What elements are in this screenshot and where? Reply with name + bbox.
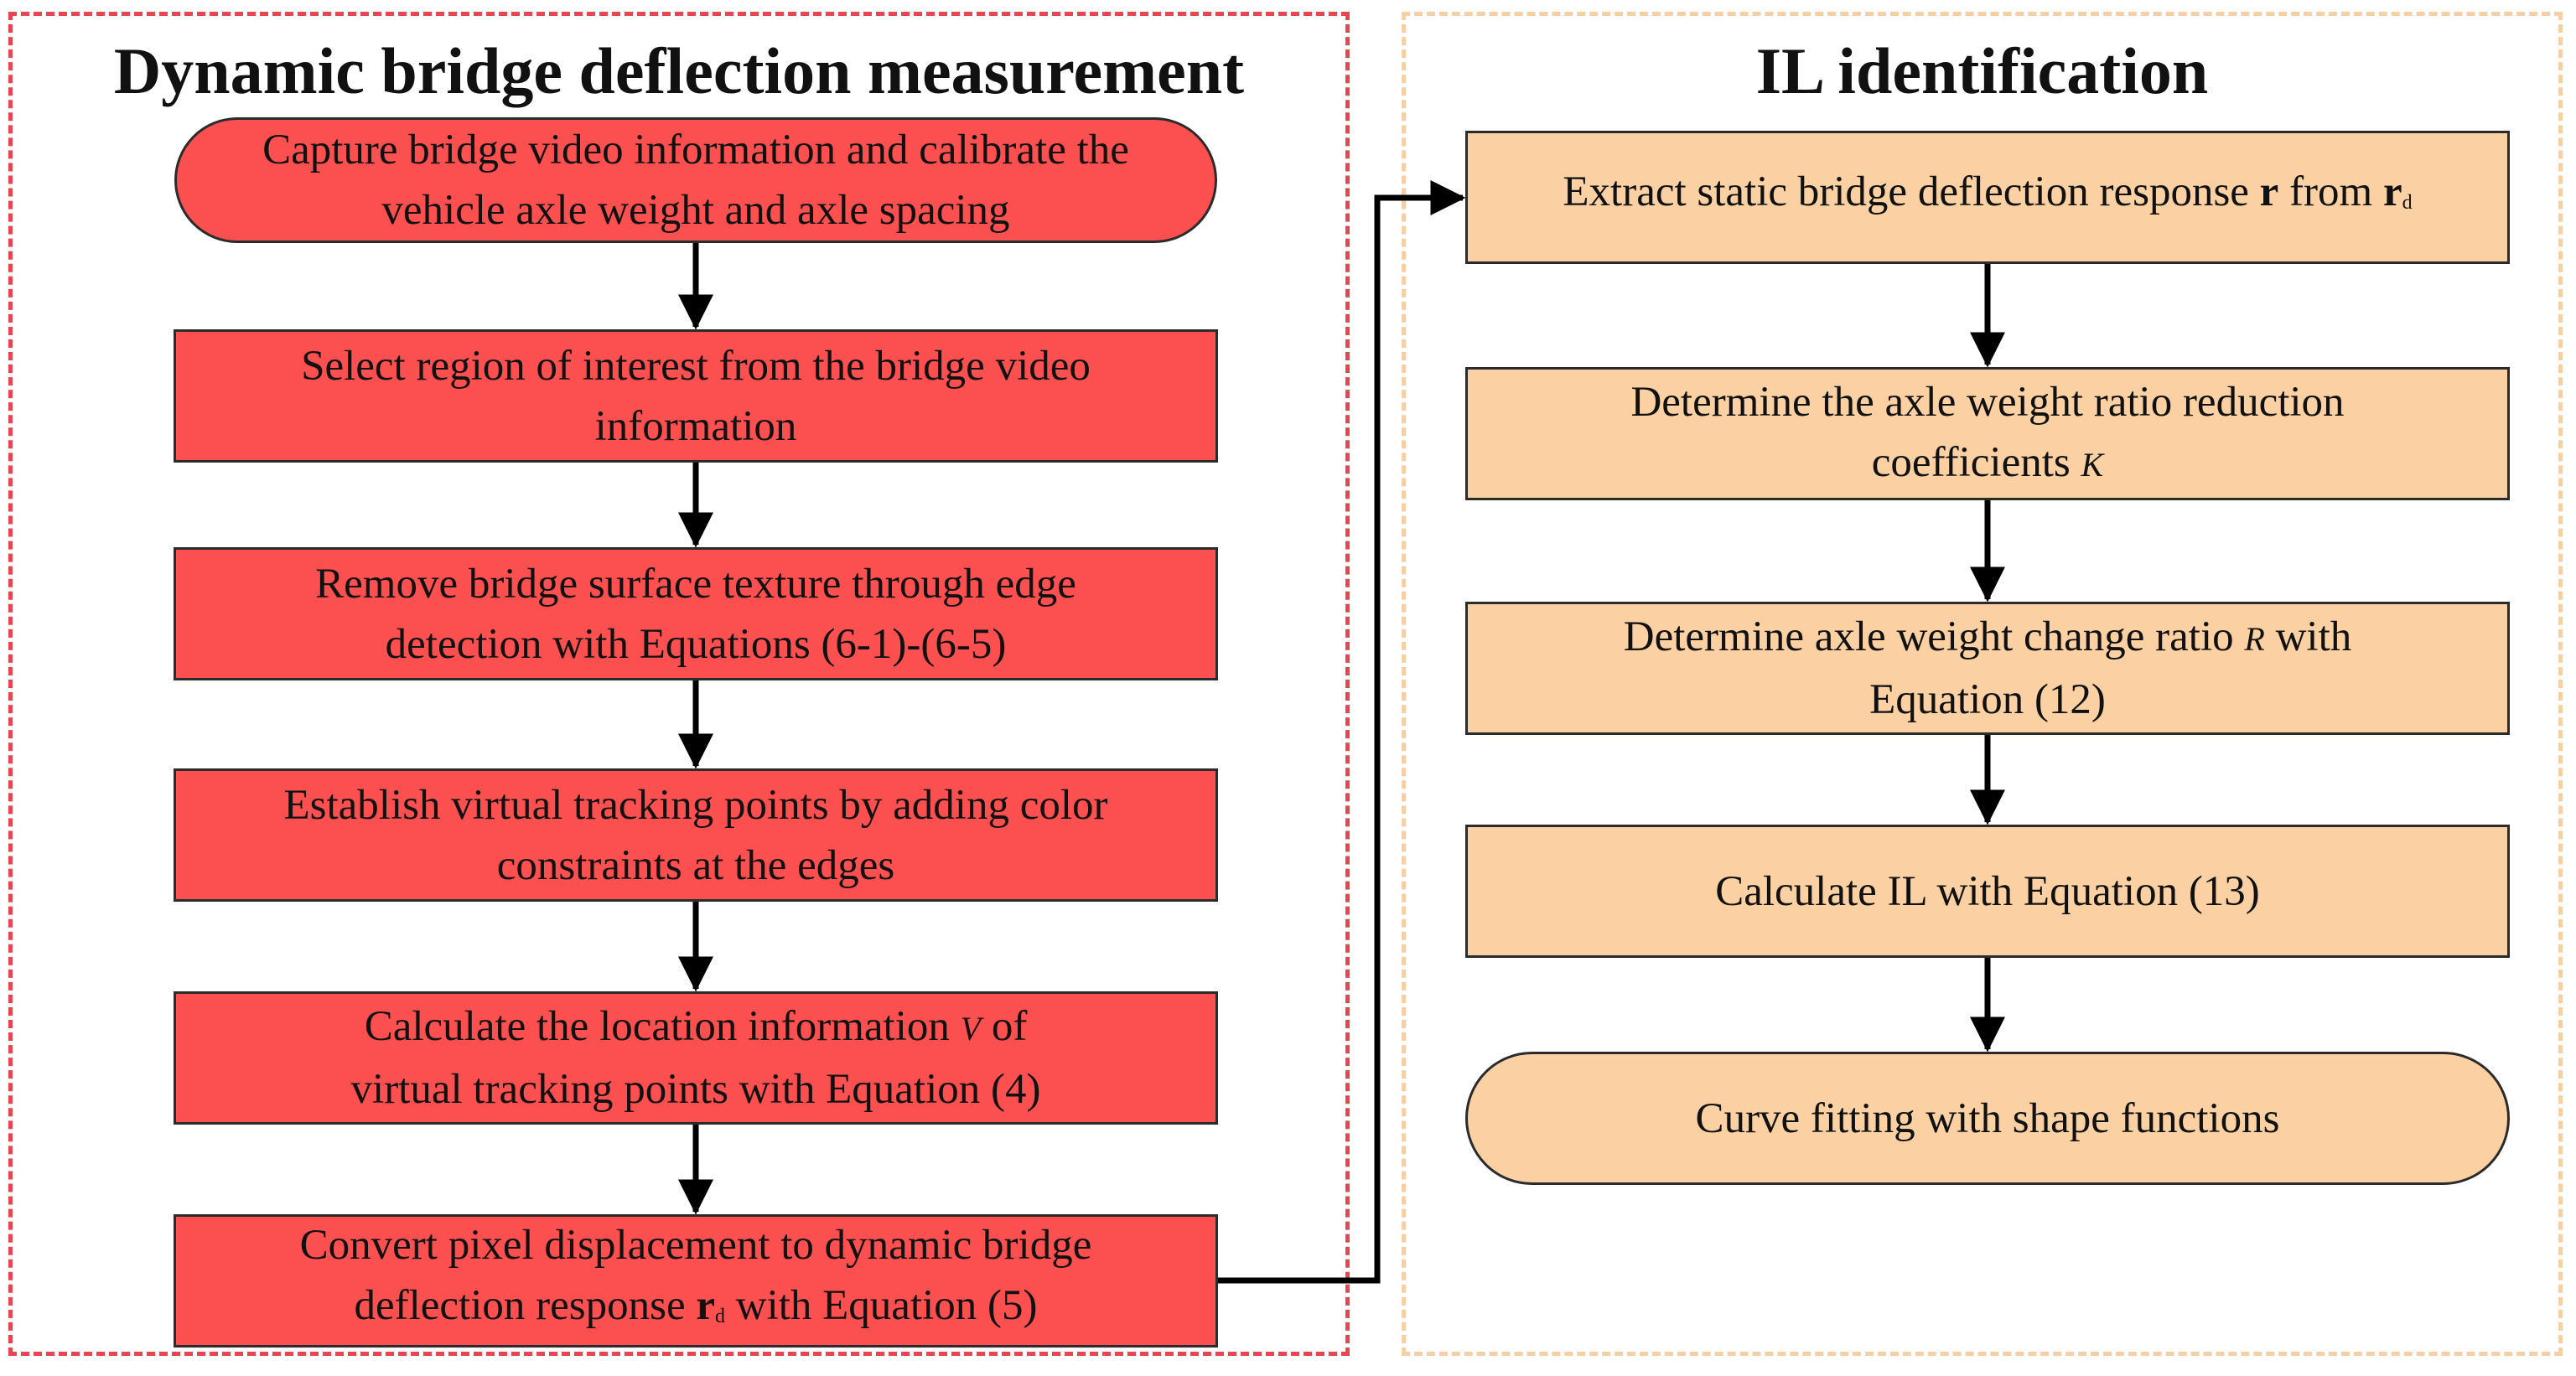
step-line: Capture bridge video information and cal… bbox=[262, 127, 1129, 173]
step-text: with bbox=[2264, 613, 2352, 660]
step-curve-fitting: Curve fitting with shape functions bbox=[1465, 1052, 2510, 1185]
step-convert-displacement: Convert pixel displacement to dynamic br… bbox=[174, 1214, 1218, 1348]
step-remove-texture: Remove bridge surface texture through ed… bbox=[174, 547, 1218, 680]
subscript-d: d bbox=[714, 1306, 725, 1327]
step-text: with Equation (5) bbox=[724, 1282, 1038, 1329]
step-line: information bbox=[594, 402, 797, 450]
right-panel-title: IL identification bbox=[1755, 34, 2209, 107]
arrow-convert-to-extract bbox=[1218, 180, 1466, 1284]
step-line: Convert pixel displacement to dynamic br… bbox=[299, 1222, 1092, 1269]
step-line: vehicle axle weight and axle spacing bbox=[381, 187, 1010, 234]
step-line: detection with Equations (6-1)-(6-5) bbox=[385, 620, 1007, 668]
step-line: Determine axle weight change ratio R wit… bbox=[1624, 607, 2351, 670]
symbol-r: r bbox=[696, 1282, 715, 1329]
step-text: from bbox=[2278, 168, 2383, 215]
subscript-d: d bbox=[2402, 192, 2413, 214]
step-calculate-il: Calculate IL with Equation (13) bbox=[1465, 825, 2510, 958]
step-calc-location: Calculate the location information V of … bbox=[174, 991, 1218, 1125]
step-line: Establish virtual tracking points by add… bbox=[283, 781, 1108, 829]
step-select-roi: Select region of interest from the bridg… bbox=[174, 329, 1218, 463]
step-line: Remove bridge surface texture through ed… bbox=[315, 560, 1076, 608]
symbol-r: r bbox=[2259, 168, 2279, 215]
step-extract-static: Extract static bridge deflection respons… bbox=[1465, 131, 2510, 264]
step-line: Select region of interest from the bridg… bbox=[301, 342, 1091, 390]
step-line: Equation (12) bbox=[1869, 676, 2106, 723]
deflection-measurement-panel: Dynamic bridge deflection measurement bbox=[8, 12, 1350, 1356]
step-tracking-points: Establish virtual tracking points by add… bbox=[174, 768, 1218, 902]
step-line: Curve fitting with shape functions bbox=[1695, 1094, 2280, 1142]
step-text: coefficients bbox=[1871, 439, 2081, 486]
step-change-ratio: Determine axle weight change ratio R wit… bbox=[1465, 602, 2510, 735]
step-text: of bbox=[981, 1003, 1028, 1050]
il-identification-panel: IL identification bbox=[1402, 12, 2563, 1356]
step-line: Calculate IL with Equation (13) bbox=[1715, 867, 2260, 915]
step-text: Determine axle weight change ratio bbox=[1623, 613, 2245, 660]
step-reduction-coefficients: Determine the axle weight ratio reductio… bbox=[1465, 367, 2510, 500]
symbol-r-italic: R bbox=[2244, 620, 2265, 658]
symbol-r: r bbox=[2382, 168, 2402, 215]
step-line: constraints at the edges bbox=[496, 841, 895, 889]
step-text: Calculate the location information bbox=[364, 1003, 961, 1050]
step-line: Calculate the location information V of bbox=[351, 996, 1041, 1059]
step-line: deflection response rd with Equation (5) bbox=[300, 1275, 1092, 1347]
symbol-v: V bbox=[960, 1010, 982, 1048]
step-line: Determine the axle weight ratio reductio… bbox=[1630, 379, 2345, 426]
step-line: Extract static bridge deflection respons… bbox=[1563, 162, 2412, 233]
step-capture-video: Capture bridge video information and cal… bbox=[174, 117, 1217, 243]
step-text: deflection response bbox=[354, 1282, 697, 1329]
step-line: coefficients K bbox=[1630, 432, 2344, 495]
step-text: Extract static bridge deflection respons… bbox=[1563, 168, 2260, 215]
left-panel-title: Dynamic bridge deflection measurement bbox=[113, 34, 1245, 107]
step-line: virtual tracking points with Equation (4… bbox=[350, 1066, 1041, 1113]
symbol-k: K bbox=[2081, 446, 2104, 484]
